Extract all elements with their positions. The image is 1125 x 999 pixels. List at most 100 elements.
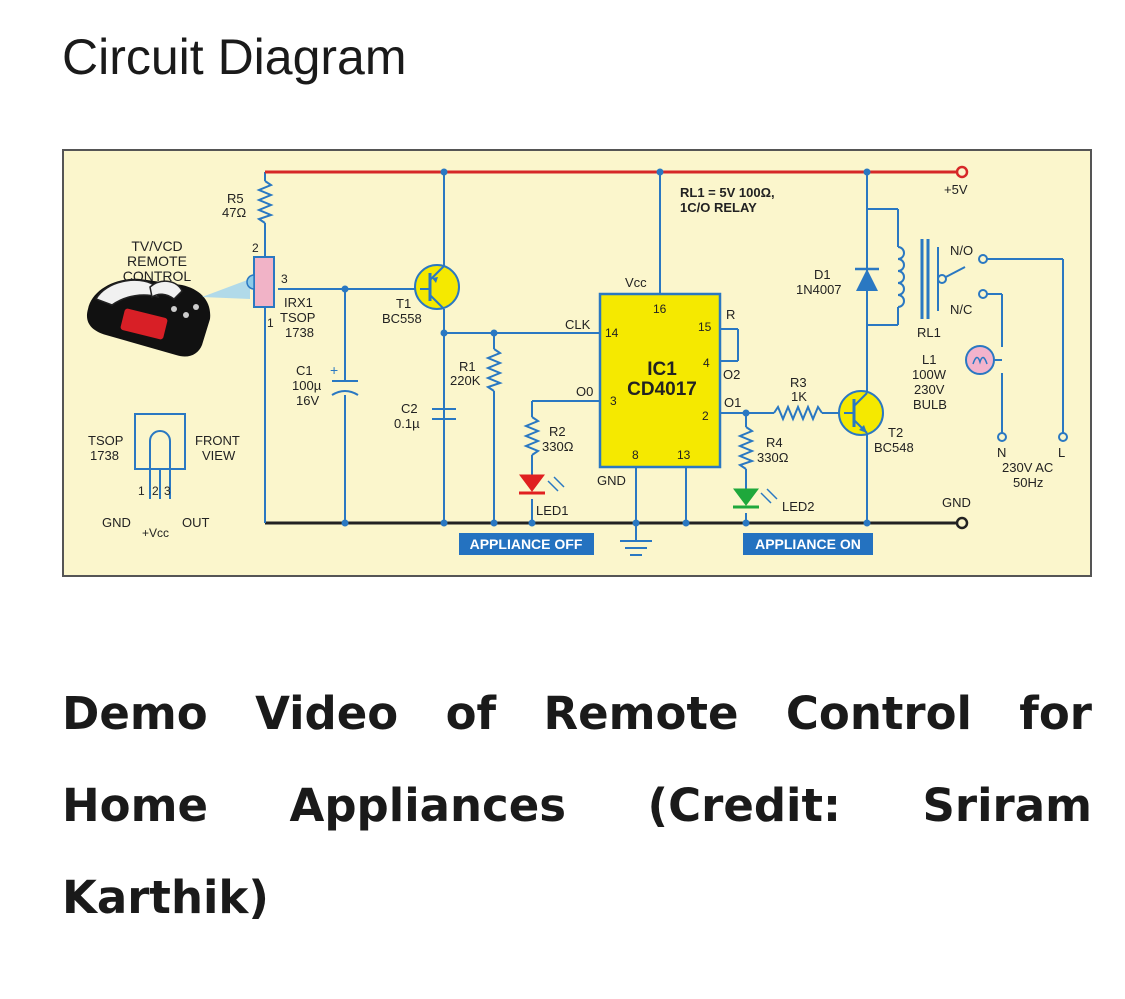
r4-value: 330Ω <box>757 450 789 465</box>
mains-n-terminal <box>997 432 1007 442</box>
tsop-front-out: OUT <box>182 515 210 530</box>
irx1-receiver <box>253 256 275 308</box>
appliance-on-label: APPLIANCE ON <box>755 536 861 552</box>
c1-value: 100µ <box>292 378 322 393</box>
ic1-pin16: 16 <box>653 302 667 316</box>
r2-label: R2 <box>549 424 566 439</box>
irx1-pin2: 2 <box>252 241 259 255</box>
gnd-label: GND <box>942 495 971 510</box>
t1-transistor <box>414 264 460 310</box>
led1-indicator <box>519 474 565 495</box>
tsop-front-pin3: 3 <box>164 484 171 498</box>
irx1-type1: TSOP <box>280 310 315 325</box>
tsop-front-name1: TSOP <box>88 433 123 448</box>
led1-label: LED1 <box>536 503 569 518</box>
rl1-note-line2: 1C/O RELAY <box>680 200 757 215</box>
ic1-pin4: 4 <box>703 356 710 370</box>
ic1-pin2: 2 <box>702 409 709 423</box>
tsop-front-view1: FRONT <box>195 433 240 448</box>
l1-label: L1 <box>922 352 936 367</box>
mains-voltage: 230V AC <box>1002 460 1053 475</box>
remote-label-line1: TV/VCD <box>131 238 182 254</box>
rl1-relay <box>897 209 942 325</box>
d1-diode <box>855 267 879 291</box>
relay-label: RL1 <box>917 325 941 340</box>
r1-label: R1 <box>459 359 476 374</box>
ic1-pin8: 8 <box>632 448 639 462</box>
r1-resistor <box>485 348 503 392</box>
relay-nc-label: N/C <box>950 302 972 317</box>
t1-type: BC558 <box>382 311 422 326</box>
c1-capacitor <box>331 380 359 396</box>
d1-type: 1N4007 <box>796 282 842 297</box>
mains-l-label: L <box>1058 445 1065 460</box>
r3-value: 1K <box>791 389 807 404</box>
ic1-vcc-label: Vcc <box>625 275 647 290</box>
irx1-label: IRX1 <box>284 295 313 310</box>
d1-label: D1 <box>814 267 831 282</box>
ic1-gnd-label: GND <box>597 473 626 488</box>
gnd-terminal <box>955 516 969 530</box>
mains-frequency: 50Hz <box>1013 475 1043 490</box>
ic1-o1-label: O1 <box>724 395 741 410</box>
tsop-front-view2: VIEW <box>202 448 236 463</box>
plus5v-label: +5V <box>944 182 968 197</box>
ic1-label: IC1 <box>647 359 677 380</box>
r3-label: R3 <box>790 375 807 390</box>
ic1-type: CD4017 <box>627 379 697 400</box>
r1-value: 220K <box>450 373 481 388</box>
relay-no-label: N/O <box>950 243 973 258</box>
r2-resistor <box>523 416 541 456</box>
irx1-pin3: 3 <box>281 272 288 286</box>
ground-symbol <box>620 540 652 556</box>
l1-type: BULB <box>913 397 947 412</box>
tsop-front-vcc: +Vcc <box>142 526 169 540</box>
t2-transistor <box>838 390 884 436</box>
page-title: Circuit Diagram <box>62 29 407 85</box>
r4-resistor <box>737 426 755 470</box>
ir-beam <box>202 279 250 299</box>
c1-label: C1 <box>296 363 313 378</box>
r3-resistor <box>773 404 823 422</box>
circuit-diagram: +5V GND TV/VCD REMOTE CONTR <box>62 149 1092 577</box>
irx1-lens <box>246 274 255 290</box>
r5-value: 47Ω <box>222 205 246 220</box>
c1-voltage: 16V <box>296 393 319 408</box>
junction-dots <box>341 168 871 527</box>
mains-l-terminal <box>1058 432 1068 442</box>
ic1-pin15: 15 <box>698 320 712 334</box>
relay-no-contact <box>978 254 988 264</box>
relay-nc-contact <box>978 289 988 299</box>
c1-plus: + <box>330 362 338 378</box>
ic1-pin14: 14 <box>605 326 619 340</box>
ic1-clk-label: CLK <box>565 317 591 332</box>
demo-video-heading: Demo Video of Remote Control for Home Ap… <box>62 687 1092 924</box>
diagram-background <box>62 149 1092 577</box>
tsop-front-gnd: GND <box>102 515 131 530</box>
ic1-o0-label: O0 <box>576 384 593 399</box>
circuit-wires <box>264 172 1064 541</box>
r5-resistor <box>256 180 274 224</box>
appliance-off-label: APPLIANCE OFF <box>470 536 583 552</box>
rl1-note-line1: RL1 = 5V 100Ω, <box>680 185 775 200</box>
c2-capacitor <box>432 408 456 420</box>
irx1-pin1: 1 <box>267 316 274 330</box>
irx1-type2: 1738 <box>285 325 314 340</box>
t2-type: BC548 <box>874 440 914 455</box>
c2-value: 0.1µ <box>394 416 420 431</box>
ic1-pin13: 13 <box>677 448 691 462</box>
tsop-front-pin2: 2 <box>152 484 159 498</box>
l1-power: 100W <box>912 367 947 382</box>
tsop-front-name2: 1738 <box>90 448 119 463</box>
appliance-on-badge <box>743 533 873 555</box>
led2-label: LED2 <box>782 499 815 514</box>
ic1-pin3: 3 <box>610 394 617 408</box>
led2-indicator <box>733 488 778 509</box>
r5-label: R5 <box>227 191 244 206</box>
c2-label: C2 <box>401 401 418 416</box>
remote-label-line2: REMOTE <box>127 253 187 269</box>
tsop-front-view <box>134 413 186 499</box>
l1-bulb <box>965 345 1002 375</box>
t1-label: T1 <box>396 296 411 311</box>
l1-voltage: 230V <box>914 382 945 397</box>
